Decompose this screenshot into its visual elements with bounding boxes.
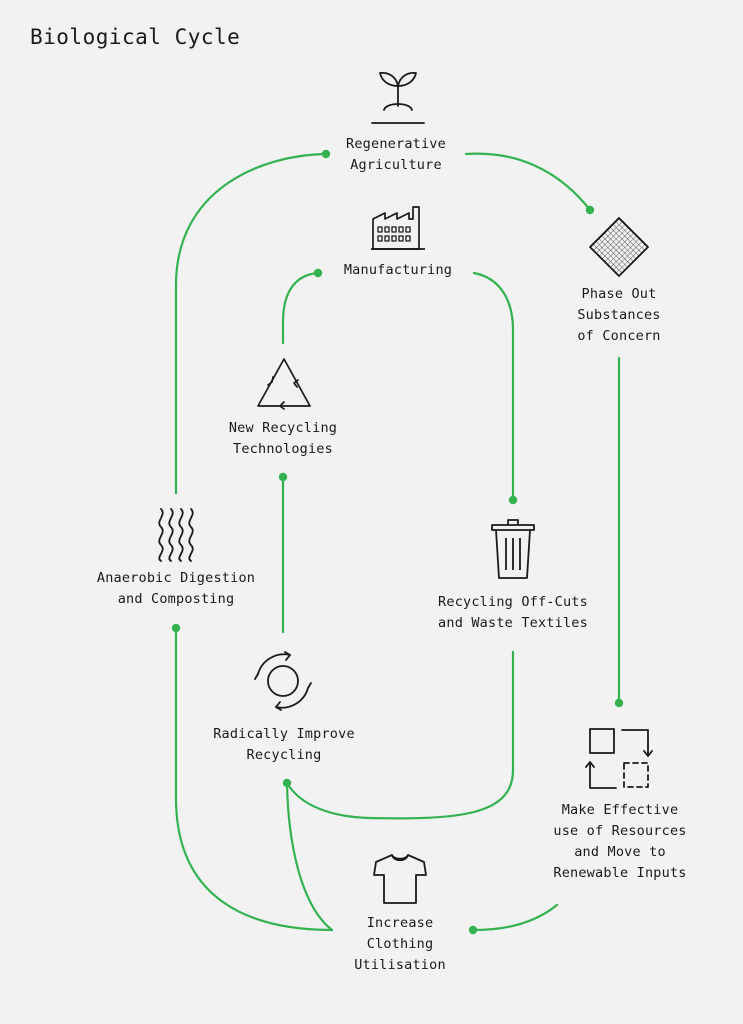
flow-dot (585, 205, 595, 215)
node-label-line: Radically Improve (213, 726, 355, 742)
node-regenerative-agriculture: Regenerative Agriculture (326, 134, 466, 176)
flow-clothing-to-anaerobic (174, 626, 334, 932)
flow-anaerobic-to-regenerative (174, 152, 328, 495)
node-phase-out: Phase Out Substances of Concern (548, 284, 690, 347)
sprout-icon (370, 68, 426, 124)
diamond-mesh-icon (588, 216, 650, 278)
node-anaerobic: Anaerobic Digestion and Composting (76, 568, 276, 610)
node-label-line: Clothing (366, 936, 434, 952)
flow-dot (171, 623, 181, 633)
node-label-line: Agriculture (350, 157, 442, 173)
wavy-lines-icon (157, 507, 195, 563)
node-label-line: Substances (577, 307, 661, 323)
node-effective-use: Make Effective use of Resources and Move… (530, 800, 710, 884)
node-label-line: and Waste Textiles (438, 615, 588, 631)
node-label-line: Recycling (246, 747, 322, 763)
flow-dot (278, 472, 288, 482)
circular-arrows-icon (250, 648, 316, 714)
node-manufacturing: Manufacturing (323, 260, 473, 281)
node-label-line: Anaerobic Digestion (96, 570, 256, 586)
flow-dot (468, 925, 478, 935)
node-label-line: Make Effective (561, 802, 679, 818)
node-label-line: Manufacturing (343, 262, 453, 278)
trash-bin-icon (490, 518, 536, 580)
flow-manufacturing-to-offcuts (472, 271, 515, 502)
factory-icon (371, 205, 425, 251)
node-label-line: Regenerative (346, 136, 446, 152)
node-radically-improve: Radically Improve Recycling (194, 724, 374, 766)
node-label-line: Renewable Inputs (553, 865, 687, 881)
node-clothing: Increase Clothing Utilisation (335, 913, 465, 976)
flow-regenerative-to-phaseout (464, 152, 592, 212)
flow-dot (614, 698, 624, 708)
resource-squares-icon (585, 727, 653, 791)
node-label-line: New Recycling (228, 420, 338, 436)
node-label-line: and Move to (574, 844, 666, 860)
node-label-line: and Composting (117, 591, 235, 607)
node-label-line: use of Resources (553, 823, 687, 839)
node-recycling-offcuts: Recycling Off-Cuts and Waste Textiles (418, 592, 608, 634)
flow-dot (282, 778, 292, 788)
flow-effective-to-clothing (471, 903, 559, 932)
node-label-line: of Concern (577, 328, 661, 344)
node-label-line: Utilisation (354, 957, 446, 973)
node-label-line: Phase Out (581, 286, 657, 302)
node-new-recycling: New Recycling Technologies (208, 418, 358, 460)
flow-clothing-to-radically (285, 781, 334, 932)
node-label-line: Technologies (233, 441, 333, 457)
flow-dot (508, 495, 518, 505)
node-label-line: Recycling Off-Cuts (438, 594, 588, 610)
flow-dot (321, 149, 331, 159)
diagram-title: Biological Cycle (30, 25, 241, 49)
flow-newrecycling-to-manufacturing (281, 271, 320, 345)
recycle-triangle-icon (256, 357, 312, 410)
flow-dot (313, 268, 323, 278)
node-label-line: Increase (366, 915, 434, 931)
tshirt-icon (372, 853, 428, 905)
flow-offcuts-to-radically (285, 650, 515, 820)
